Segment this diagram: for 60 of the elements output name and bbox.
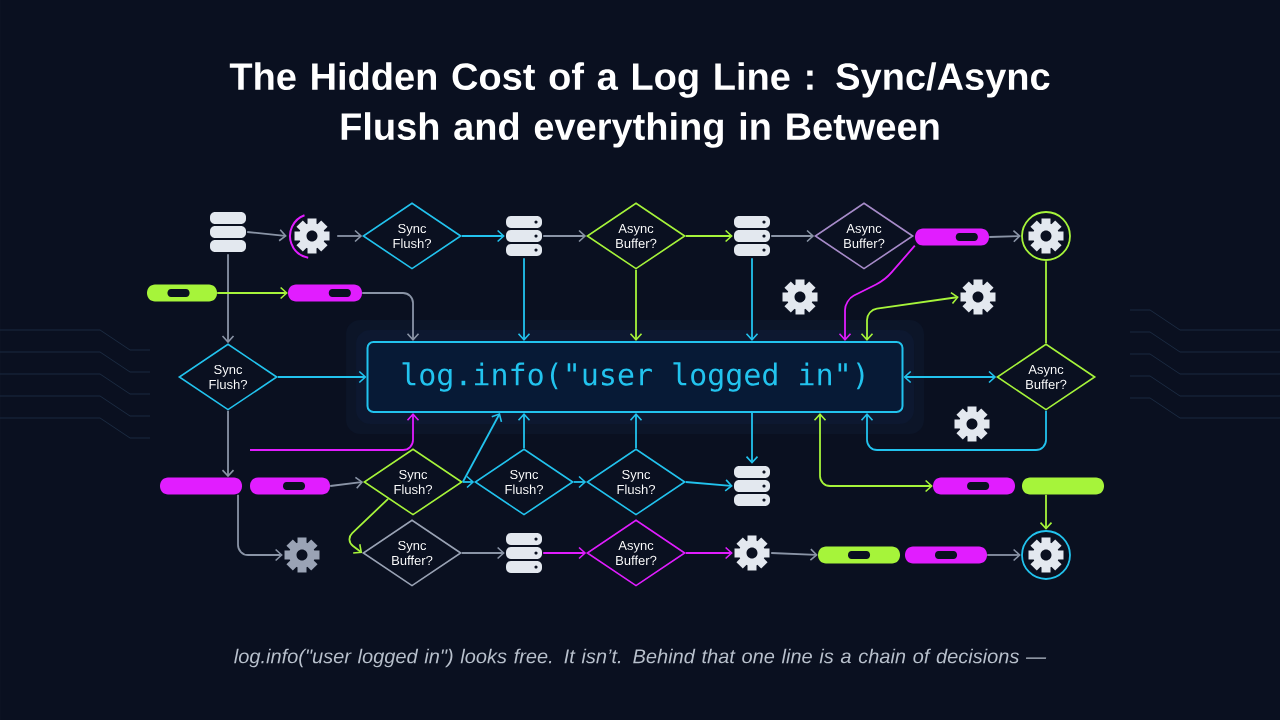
caption: log.info("user logged in") looks free. It isn’t. Behind that one line is a chain of decisions —: [234, 648, 1047, 668]
arrow: [517, 413, 531, 450]
arrow: [542, 546, 587, 560]
title: The Hidden Cost of a Log Line : Sync/Async Flush and everything in Between: [229, 62, 1050, 148]
arrow: [361, 292, 420, 341]
arrow: [745, 257, 759, 341]
pill-bar: [1022, 477, 1104, 495]
pill-bar: [250, 477, 330, 495]
arrow: [860, 409, 1047, 451]
arrow: [276, 370, 367, 384]
arrow: [770, 229, 815, 243]
arrow: [860, 291, 959, 341]
arrow: [684, 229, 733, 243]
pill-bar: [933, 477, 1015, 495]
arrow: [221, 253, 235, 344]
database-icon: [506, 216, 542, 256]
arrow: [629, 268, 643, 341]
arrow: [684, 479, 733, 492]
gear-icon: [782, 279, 818, 315]
gear-icon: [1021, 211, 1071, 261]
gear-icon: [284, 537, 320, 573]
gear-icon: [954, 406, 990, 442]
arrow: [986, 548, 1021, 562]
arrow: [221, 409, 235, 478]
pill-bar: [818, 546, 900, 564]
arrow: [517, 257, 531, 341]
gear-icon: [734, 535, 770, 571]
arrow: [770, 548, 818, 561]
arrow: [813, 413, 933, 493]
arrow: [684, 546, 733, 560]
database-icon: [734, 466, 770, 506]
database-icon: [734, 216, 770, 256]
arrow: [348, 498, 389, 554]
pill-bar: [915, 228, 989, 246]
arrow: [629, 413, 643, 450]
pill-bar: [905, 546, 987, 564]
arrow: [1039, 493, 1053, 530]
arrow: [838, 244, 916, 341]
gear-icon: [1021, 530, 1071, 580]
arrow: [460, 546, 505, 560]
code-box: log.info("user logged in"): [366, 341, 904, 413]
arrow: [745, 412, 759, 464]
arrow: [329, 476, 364, 490]
arrow: [237, 493, 283, 562]
pill-bar: [160, 477, 242, 495]
arrow: [542, 229, 587, 243]
arrow: [988, 229, 1021, 243]
arrow: [336, 229, 363, 243]
arrow: [246, 229, 287, 242]
gear-icon: [960, 279, 996, 315]
database-icon: [506, 533, 542, 573]
arrow: [460, 229, 505, 243]
pill-bar: [288, 284, 362, 302]
arrow: [903, 370, 997, 384]
arrow: [249, 413, 420, 451]
pill-bar: [147, 284, 217, 302]
arrow: [461, 413, 503, 483]
database-icon: [210, 212, 246, 252]
gear-icon: [289, 214, 330, 259]
arrow: [216, 286, 288, 300]
